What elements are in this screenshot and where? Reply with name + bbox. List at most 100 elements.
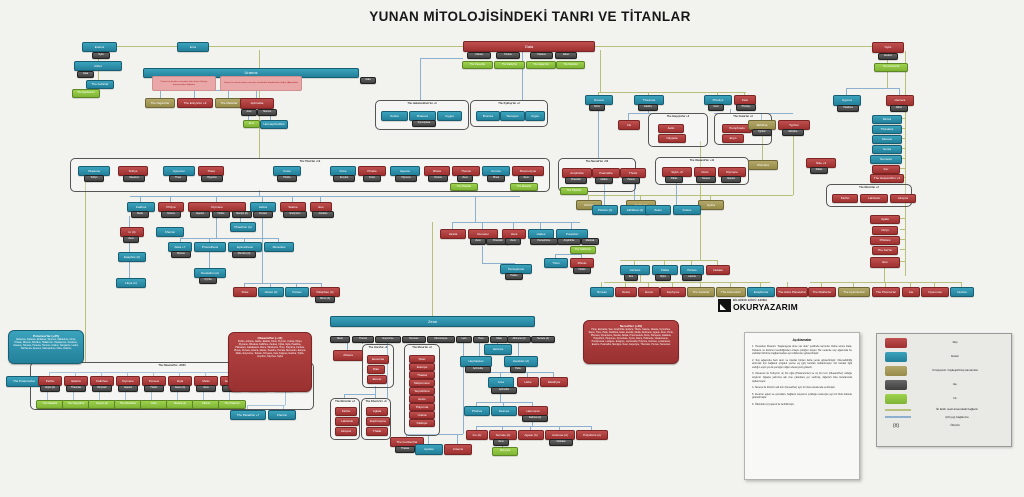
connector-line bbox=[320, 196, 321, 202]
node-the-melia-lar: The Melia'lar bbox=[215, 98, 243, 108]
connector-line bbox=[502, 426, 503, 430]
connector-line bbox=[344, 394, 375, 395]
node-eunomia: Eunomia bbox=[367, 355, 389, 364]
legend-item-l-ml: (ö)Ölümlü bbox=[885, 423, 1003, 429]
node-eirene: Eirene bbox=[367, 375, 387, 384]
annotation-note: Uranos'un kesilen uzvundan akan kanın Ga… bbox=[152, 76, 216, 91]
node-zeus: Zeus bbox=[123, 236, 139, 243]
connector-line bbox=[900, 148, 905, 149]
node-phorkys: Phorkys bbox=[736, 104, 756, 111]
node-kirke: Kirke bbox=[140, 400, 168, 409]
legend-item-di-i: Dişi bbox=[885, 338, 1003, 348]
legend-swatch bbox=[885, 352, 907, 362]
connector-line bbox=[717, 92, 718, 95]
connector-line bbox=[475, 196, 476, 222]
node-enyo: Enyo bbox=[722, 134, 744, 143]
connector-line bbox=[600, 50, 601, 92]
connector-line bbox=[910, 282, 911, 287]
connector-line bbox=[588, 195, 793, 196]
node-medeia: Medeia (ö) bbox=[166, 400, 194, 409]
connector-line bbox=[527, 372, 528, 377]
node-the-erinys-ler-3: The Erinys'ler +3 bbox=[177, 98, 213, 108]
node-alkmene: Alkmene (ö) bbox=[507, 336, 531, 343]
explanation-paragraph: 2. Soy ağacında bazı tanrı ve titanlar b… bbox=[752, 358, 852, 369]
node-zelos: Zelos bbox=[645, 205, 671, 215]
node-iris: Iris bbox=[618, 120, 640, 130]
node-hermes: Hermes bbox=[257, 109, 277, 116]
connector-line bbox=[244, 283, 245, 287]
node-eos: Eos bbox=[624, 274, 638, 281]
node-aither: Aither bbox=[890, 105, 908, 112]
node-kronos: Kronos bbox=[428, 175, 448, 182]
connector-line bbox=[598, 92, 746, 93]
node-hydra: Hydra bbox=[698, 200, 724, 210]
connector-line bbox=[691, 260, 692, 265]
list-okeanid-ler-41: Okeanid'ler (+41)Peitho, Admete, Ianthe,… bbox=[228, 332, 312, 392]
connector-line bbox=[760, 282, 761, 287]
connector-line bbox=[98, 57, 99, 61]
logo-tagline: BİLGİNİN GÜCÜ ADINA bbox=[733, 298, 768, 302]
connector-line bbox=[101, 372, 102, 376]
connector-line bbox=[846, 88, 899, 89]
connector-line bbox=[248, 114, 249, 120]
node-eris: Eris bbox=[870, 257, 900, 268]
node-boreas: Boreas bbox=[590, 287, 614, 297]
node-the-ourea-lar: The Ourea'lar bbox=[462, 61, 493, 69]
node-the-anemoi-ler: The Anemoi'ler bbox=[716, 287, 746, 297]
connector-line bbox=[452, 222, 580, 223]
node-gaia: Gaia bbox=[463, 41, 595, 52]
connector-line bbox=[672, 282, 673, 287]
connector-line bbox=[452, 222, 453, 229]
connector-line bbox=[676, 183, 677, 205]
annotation-note: Uranos'un denize düşen uzvunun etrafında… bbox=[220, 76, 302, 91]
connector-line bbox=[717, 260, 718, 265]
node-ker: Ker bbox=[872, 165, 900, 174]
connector-line bbox=[387, 341, 388, 398]
connector-line bbox=[744, 92, 745, 95]
node-tethys: Tethys bbox=[84, 175, 104, 182]
connector-line bbox=[49, 372, 283, 373]
node-tartaros: Tartaros bbox=[530, 52, 553, 59]
connector-line bbox=[180, 238, 278, 239]
connector-line bbox=[900, 218, 905, 219]
node-polymnia: Polymnia bbox=[409, 403, 435, 411]
node-hermaphroditos: Hermaphroditos bbox=[260, 120, 288, 129]
node-the-potamos-lar: The Potamos'lar bbox=[6, 376, 42, 387]
connector-line bbox=[476, 426, 591, 427]
connector-line bbox=[513, 222, 514, 229]
node-helios: Helios bbox=[573, 267, 591, 274]
connector-line bbox=[518, 341, 519, 356]
connector-line bbox=[129, 216, 130, 227]
node-atropos: Atropos bbox=[335, 427, 357, 436]
node-pleione: Pleione bbox=[171, 251, 191, 258]
connector-line bbox=[99, 390, 100, 400]
connector-line bbox=[347, 341, 348, 350]
connector-line bbox=[730, 282, 731, 287]
legend-item-i-ki-farkl-nesil-aras-ndaki-ba-lant: İki farklı nesil arasındaki bağlantı bbox=[885, 407, 1003, 412]
explanation-title: Açıklamalar bbox=[792, 338, 812, 342]
node-thaleia: Thaleia bbox=[395, 446, 415, 453]
node-pyrrha: Pyrrha bbox=[199, 277, 217, 284]
connector-line bbox=[420, 58, 463, 59]
legend-label: Dişi bbox=[952, 340, 958, 345]
node-hermes: Hermes bbox=[484, 344, 512, 355]
node-philotes: Philotes bbox=[870, 236, 900, 245]
node-atropos: Atropos bbox=[890, 194, 916, 203]
node-hebe: Hebe bbox=[517, 377, 539, 387]
connector-line bbox=[73, 390, 74, 400]
node-the-gigant-lar: The Gigant'lar bbox=[526, 61, 556, 69]
connector-line bbox=[559, 426, 560, 430]
connector-line bbox=[620, 260, 717, 261]
node-kadmos: Kadmos (ö) bbox=[522, 415, 548, 422]
connector-line bbox=[900, 261, 905, 262]
node-doris: Doris bbox=[589, 104, 605, 111]
node-melpomene: Melpomene bbox=[409, 379, 435, 387]
connector-line bbox=[256, 85, 257, 98]
node-apate: Apate bbox=[870, 215, 900, 224]
connector-line bbox=[129, 235, 130, 252]
node-the-harpyia-lar: The Harpyia'lar bbox=[62, 400, 90, 409]
connector-line bbox=[244, 238, 245, 242]
connector-line bbox=[216, 196, 217, 202]
node-momos: Momos bbox=[872, 135, 902, 144]
